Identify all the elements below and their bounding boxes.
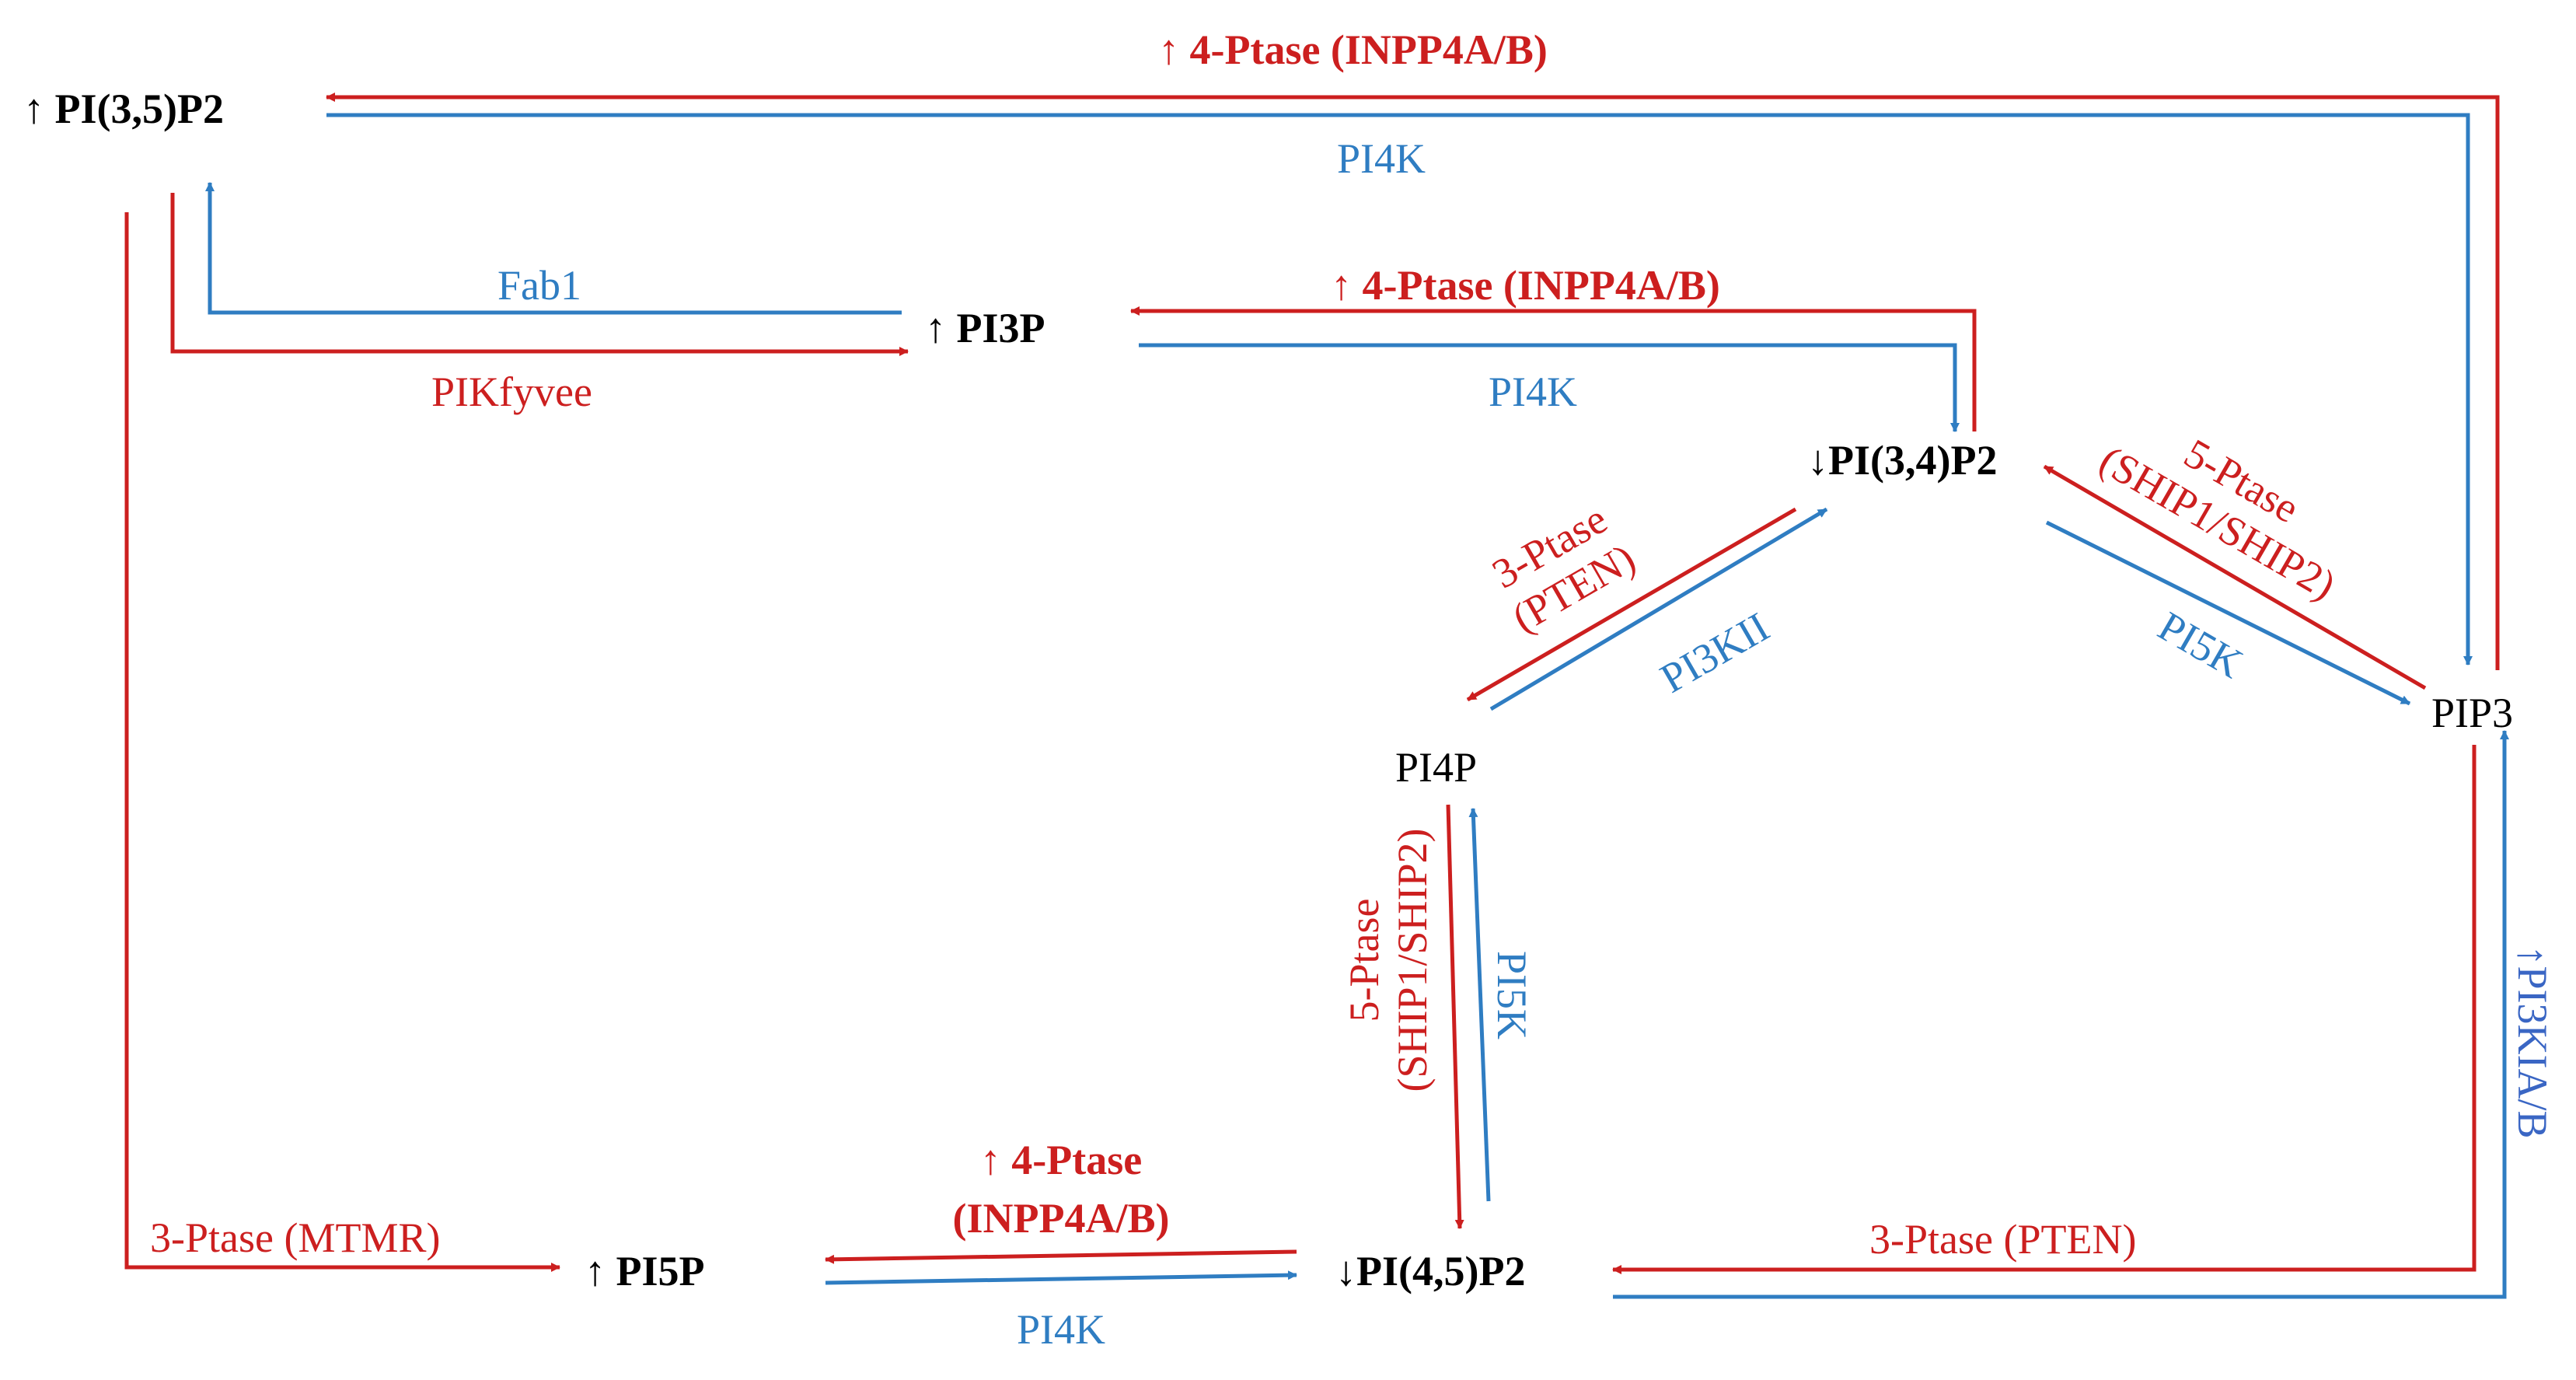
node-pi5p: ↑ PI5P (585, 1248, 705, 1294)
node-pi45p2: ↓PI(4,5)P2 (1335, 1248, 1525, 1294)
node-pip3: PIP3 (2431, 690, 2513, 736)
nodes: ↑ PI(3,5)P2 ↑ PI3P ↓PI(3,4)P2 PIP3 PI4P … (23, 86, 2513, 1294)
arrow-pi35p2-to-pi5p (124, 212, 560, 1272)
node-pi4p: PI4P (1395, 744, 1477, 791)
label-pi5k-vertical: PI5K (1489, 951, 1535, 1039)
label-mid-ptase: ↑ 4-Ptase (INPP4A/B) (1331, 262, 1720, 309)
label-mid-pi4k: PI4K (1489, 369, 1577, 415)
enzyme-labels: ↑ 4-Ptase (INPP4A/B) PI4K Fab1 PIKfyvee … (150, 26, 2556, 1353)
arrow-pi5p-to-pi45p2 (825, 1270, 1297, 1285)
label-bottom-pi4k: PI4K (1017, 1306, 1105, 1353)
node-pi34p2: ↓PI(3,4)P2 (1807, 437, 1997, 484)
label-top-ptase: ↑ 4-Ptase (INPP4A/B) (1158, 26, 1548, 73)
node-pi35p2: ↑ PI(3,5)P2 (23, 86, 224, 132)
label-pi3kia: ↑PI3KIA/B (2509, 945, 2556, 1138)
arrow-pi45p2-to-pi5p (825, 1249, 1297, 1264)
label-pten-left: 3-Ptase (PTEN) (1485, 495, 1643, 641)
arrow-pi45p2-to-pip3 (1613, 730, 2509, 1299)
arrow-pi4p-to-pi34p2 (1489, 507, 1828, 711)
label-ship-vertical-line1: 5-Ptase (1341, 899, 1387, 1022)
label-mtmr: 3-Ptase (MTMR) (150, 1214, 440, 1261)
label-bottom-ptase-line2: (INPP4A/B) (953, 1195, 1170, 1242)
arrow-pip3-to-pi35p2 (326, 93, 2500, 670)
arrow-pi35p2-to-pip3 (326, 113, 2473, 666)
arrow-pi4p-to-pi45p2 (1446, 804, 1464, 1229)
label-bottom-ptase-line1: ↑ 4-Ptase (980, 1137, 1142, 1183)
arrow-pi35p2-to-pi3p (170, 193, 909, 356)
label-pi3kii: PI3KII (1653, 603, 1777, 702)
red-arrows (124, 93, 2500, 1274)
arrow-pi3p-to-pi35p2 (205, 182, 902, 315)
arrow-pi34p2-to-pi4p (1466, 507, 1797, 702)
arrow-pip3-to-pi45p2 (1612, 745, 2477, 1274)
label-pikfyvee: PIKfyvee (431, 369, 592, 415)
arrow-pi34p2-to-pip3 (2045, 520, 2411, 706)
label-pten-bottom: 3-Ptase (PTEN) (1869, 1216, 2136, 1263)
arrow-pi34p2-to-pi3p (1130, 306, 1977, 431)
blue-arrows (205, 113, 2509, 1299)
label-fab1: Fab1 (497, 262, 581, 309)
label-top-pi4k: PI4K (1337, 135, 1426, 182)
node-pi3p: ↑ PI3P (925, 305, 1045, 351)
arrow-pi45p2-to-pi4p (1468, 808, 1491, 1202)
arrow-pi3p-to-pi34p2 (1139, 343, 1960, 432)
label-ship-vertical: 5-Ptase (SHIP1/SHIP2) (1341, 828, 1436, 1092)
label-ship-vertical-line2: (SHIP1/SHIP2) (1389, 828, 1436, 1092)
arrow-pip3-to-pi34p2 (2043, 464, 2427, 690)
